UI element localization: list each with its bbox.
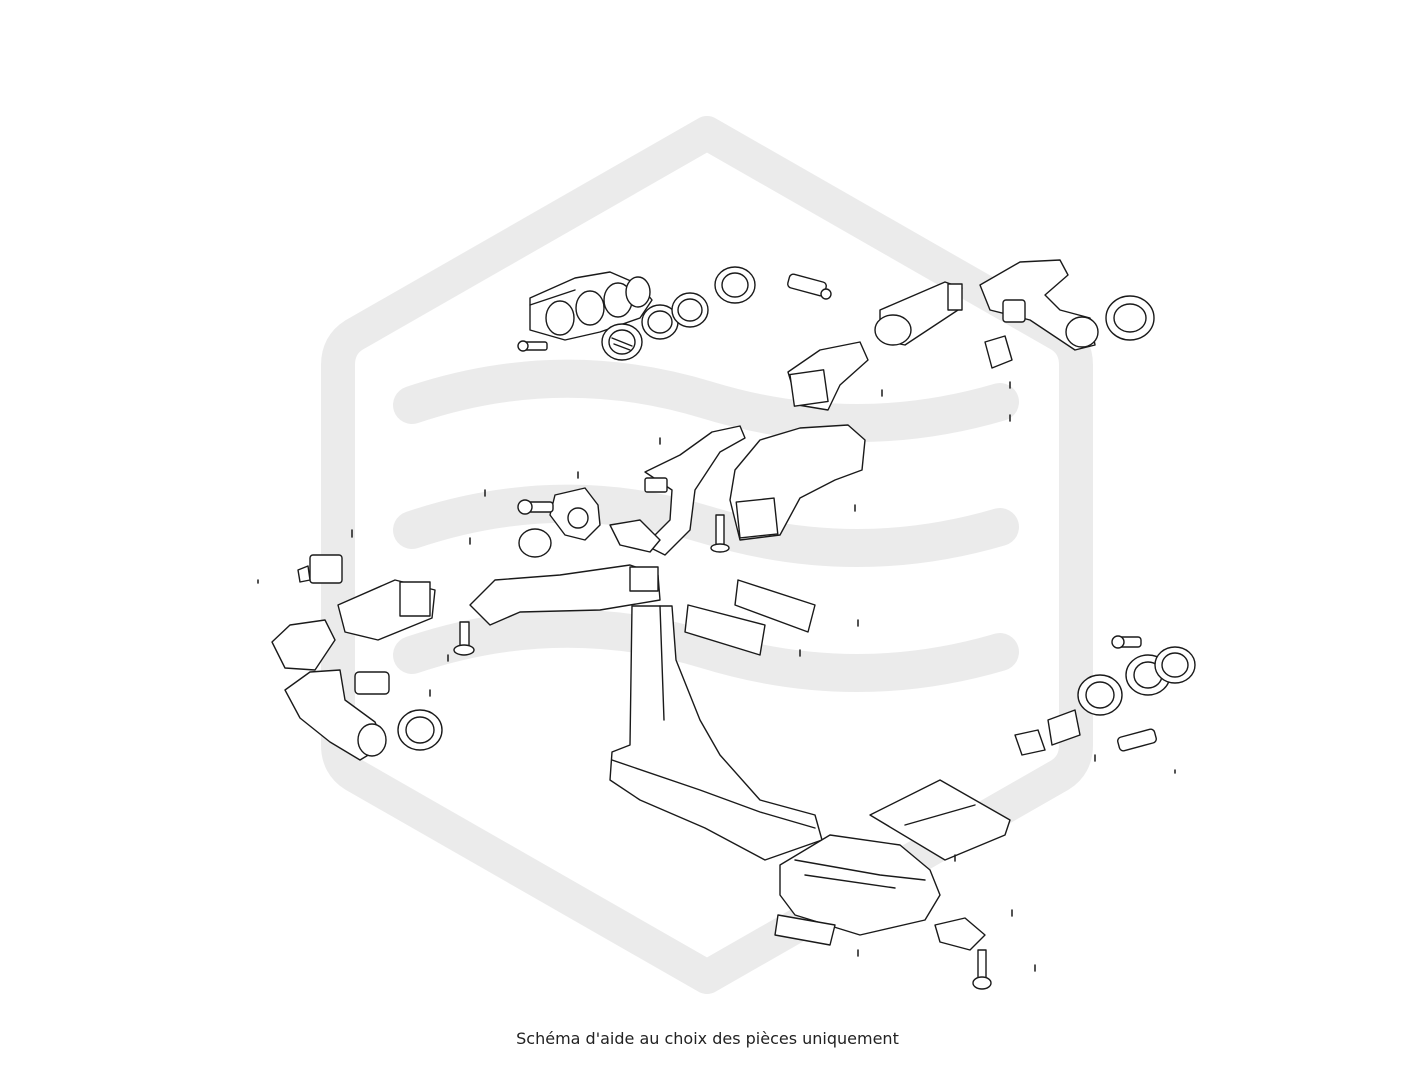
left-round-vent[interactable] xyxy=(398,710,442,750)
right-lower-bolt[interactable] xyxy=(1112,636,1141,648)
mount-screw-center[interactable] xyxy=(711,515,729,552)
left-sensor-module[interactable] xyxy=(298,555,342,583)
mount-screw-left[interactable] xyxy=(454,622,474,655)
left-outlet-adapter[interactable] xyxy=(272,620,335,670)
right-vent-ring[interactable] xyxy=(1078,675,1122,715)
round-vent-nozzle-2[interactable] xyxy=(642,305,678,339)
hvac-blower-housing[interactable] xyxy=(780,835,940,935)
hvac-filter-cover[interactable] xyxy=(870,780,1010,860)
right-lower-actuator[interactable] xyxy=(1015,710,1080,755)
watermark-logo xyxy=(321,116,1093,994)
left-rect-duct[interactable] xyxy=(338,580,435,640)
round-vent-nozzle-4[interactable] xyxy=(715,267,755,303)
left-vent-duct[interactable] xyxy=(285,670,386,760)
diagram-caption: Schéma d'aide au choix des pièces unique… xyxy=(516,1029,899,1048)
heater-valve[interactable] xyxy=(550,488,600,540)
floor-vent-duct-2[interactable] xyxy=(735,580,815,632)
lower-left-branch-duct[interactable] xyxy=(470,565,660,625)
cap-plug[interactable] xyxy=(519,529,551,557)
floor-vent-duct-1[interactable] xyxy=(685,605,765,655)
middle-s-duct[interactable] xyxy=(610,426,745,555)
temperature-sensor[interactable] xyxy=(1117,728,1157,751)
lower-vent-grille[interactable] xyxy=(775,915,835,945)
right-round-vent[interactable] xyxy=(1106,296,1154,340)
watermark-hexagon xyxy=(321,116,1093,994)
blower-motor-resistor[interactable] xyxy=(935,918,985,950)
right-vent-actuator[interactable] xyxy=(985,336,1012,368)
right-distribution-duct[interactable] xyxy=(980,260,1098,350)
watermark-wave-3 xyxy=(393,609,1019,692)
left-actuator[interactable] xyxy=(355,672,389,694)
watermark-wave-1 xyxy=(393,359,1019,442)
round-vent-nozzle-1[interactable] xyxy=(602,324,642,360)
small-connector-center[interactable] xyxy=(645,478,667,492)
center-vent-housing[interactable] xyxy=(530,272,652,340)
small-actuator-top[interactable] xyxy=(787,273,831,299)
valve-bolt[interactable] xyxy=(518,500,553,514)
rear-footwell-duct[interactable] xyxy=(730,425,865,540)
vent-bolt[interactable] xyxy=(518,341,547,351)
right-lower-vent-2[interactable] xyxy=(1155,647,1195,683)
stray-marks xyxy=(257,381,1176,972)
watermark-wave-2 xyxy=(393,484,1019,567)
center-rect-outlet-duct[interactable] xyxy=(788,342,868,410)
upper-right-duct[interactable] xyxy=(875,282,962,345)
drain-spring-bolt[interactable] xyxy=(973,950,991,989)
round-vent-nozzle-3[interactable] xyxy=(672,293,708,327)
